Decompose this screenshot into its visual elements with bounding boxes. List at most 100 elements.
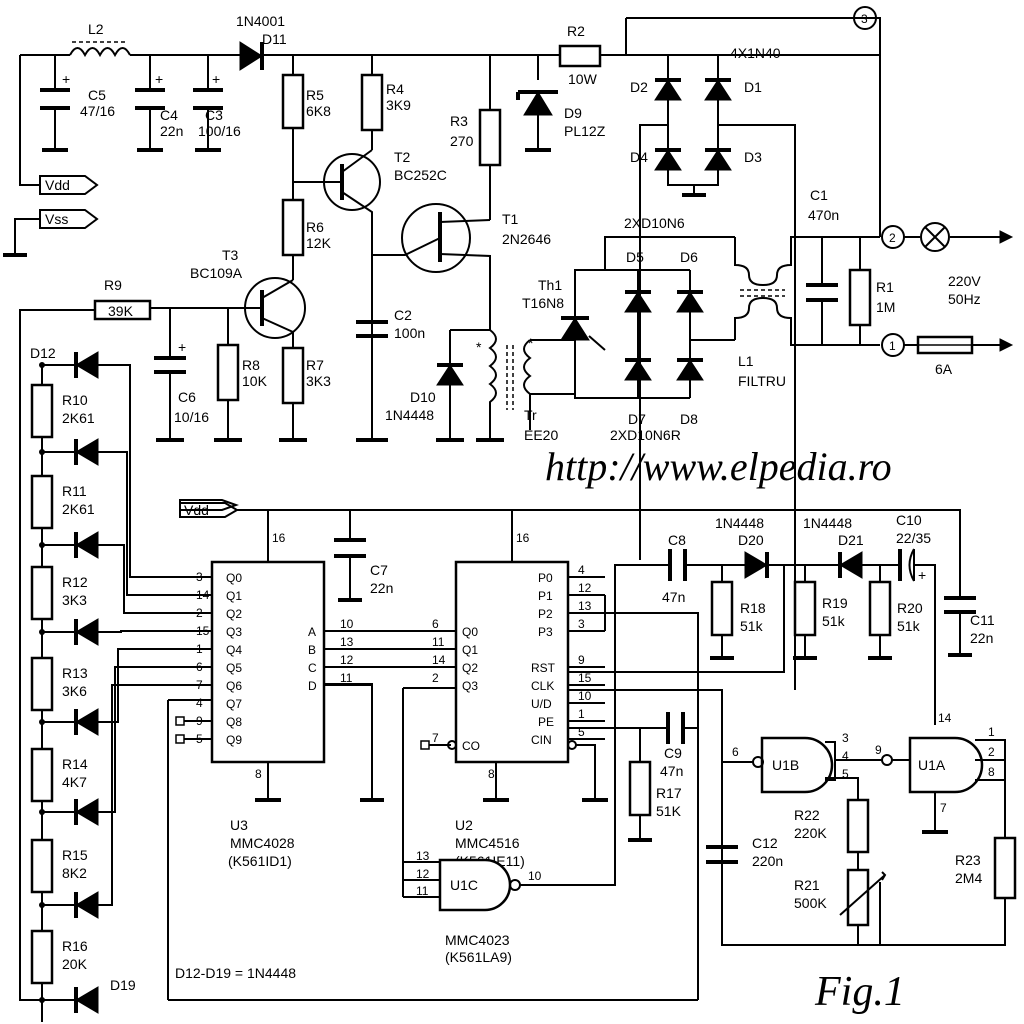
resistor-r6: R6 12K [281,198,332,257]
diode-d20: 1N4448 D20 [715,515,840,579]
u3-label-q1: Q1 [226,589,242,603]
capacitor-c6: + C6 10/16 [154,308,209,442]
svg-text:5: 5 [578,725,585,739]
svg-text:BC109A: BC109A [190,265,243,281]
svg-text:(K561ID1): (K561ID1) [228,853,292,869]
svg-text:1N4448: 1N4448 [715,515,764,531]
svg-text:10K: 10K [242,373,268,389]
svg-text:13: 13 [416,849,430,863]
svg-text:R16: R16 [62,938,88,954]
svg-text:12: 12 [416,867,430,881]
svg-text:11: 11 [416,884,429,898]
svg-text:Th1: Th1 [538,277,562,293]
svg-text:14: 14 [432,653,446,667]
resistor-r23: R23 2M4 [955,836,1017,945]
ladder-diode-d15 [39,618,212,646]
u3-input-c: C [308,661,317,675]
svg-text:R2: R2 [567,23,585,39]
label-d19: D19 [110,977,136,993]
ladder-diode-d17 [39,666,212,826]
u3-label-q8: Q8 [226,715,242,729]
svg-text:C12: C12 [752,835,778,851]
svg-text:22n: 22n [970,630,993,646]
svg-text:C6: C6 [178,389,196,405]
svg-text:10: 10 [528,869,542,883]
resistor-r2: R2 10W [558,23,602,87]
diode-bridge-d5-d8: 2XD10N6 D5 D6 D7 D8 2XD10N6R [605,215,735,443]
resistor-r22: R22 220K [794,798,870,870]
svg-text:4: 4 [578,563,585,577]
svg-text:1M: 1M [876,299,895,315]
svg-text:1: 1 [889,339,896,353]
inductor-l2 [69,47,131,58]
gate-u1c: U1C 13 12 11 10 MMC4023 (K561LA9) [402,564,664,965]
svg-text:13: 13 [578,599,592,613]
svg-text:D3: D3 [744,149,762,165]
svg-text:3K3: 3K3 [62,592,87,608]
u2-label-cin: CIN [531,733,552,747]
transistor-t3: T3 BC109A [150,247,306,348]
svg-text:+: + [62,71,70,87]
svg-text:C9: C9 [664,745,682,761]
resistor-r9: 39K R9 [19,277,152,1001]
resistor-r18: R18 51k [710,565,766,660]
mains-voltage: 220V [948,273,981,289]
svg-text:R22: R22 [794,807,820,823]
svg-text:100n: 100n [394,325,425,341]
ladder-diode-d16 [39,648,212,736]
svg-text:C7: C7 [370,562,388,578]
u3-pin-7: 7 [196,678,203,692]
u3-label-q6: Q6 [226,679,242,693]
capacitor-c3: + C3 100/16 [193,55,241,152]
svg-text:C11: C11 [970,612,995,628]
svg-text:4K7: 4K7 [62,774,87,790]
transistor-t1: T1 2N2646 [372,203,551,330]
svg-text:7: 7 [432,731,439,745]
u2-label-rst: RST [531,661,556,675]
svg-text:2: 2 [432,671,439,685]
svg-text:220K: 220K [794,825,827,841]
svg-text:R17: R17 [656,785,682,801]
svg-text:2N2646: 2N2646 [502,231,551,247]
svg-text:C4: C4 [160,107,178,123]
svg-text:4X1N40: 4X1N40 [730,45,781,61]
u2-label-clk: CLK [531,679,554,693]
u2-label-p3: P3 [538,625,553,639]
svg-text:8: 8 [988,765,995,779]
svg-text:15: 15 [578,671,592,685]
ladder-diode-d18 [39,684,212,919]
svg-text:R15: R15 [62,847,88,863]
svg-text:1N4001: 1N4001 [236,13,285,29]
capacitor-c4: + C4 22n [135,55,183,152]
u3-pin-6: 6 [196,660,203,674]
svg-text:51K: 51K [656,803,682,819]
u2-label-q1: Q1 [462,643,478,657]
svg-text:T1: T1 [502,211,519,227]
svg-text:20K: 20K [62,956,88,972]
svg-text:3: 3 [578,617,585,631]
u3-label-q9: Q9 [226,733,242,747]
resistor-r5: R5 6K8 [281,55,331,280]
svg-text:R19: R19 [822,595,848,611]
svg-text:1: 1 [988,725,995,739]
u2-label-p2: P2 [538,607,553,621]
svg-text:R12: R12 [62,574,88,590]
resistor-r7: R7 3K3 [279,346,331,442]
svg-text:10/16: 10/16 [174,409,209,425]
svg-text:MMC4028: MMC4028 [230,835,295,851]
svg-text:8: 8 [255,767,262,781]
svg-text:16: 16 [516,531,530,545]
svg-text:5: 5 [842,767,849,781]
resistor-r19: R19 51k [568,565,848,673]
svg-text:R5: R5 [306,87,324,103]
terminal-2: 2 [881,225,905,249]
diode-d21: 1N4448 D21 [803,515,900,579]
capacitor-c9: C9 47n [568,712,699,1000]
svg-text:R8: R8 [242,357,260,373]
svg-text:47n: 47n [662,589,685,605]
resistor-r1: R1 1M [848,237,895,345]
u2-label-q2: Q2 [462,661,478,675]
gate-u1b: U1B 6 3 4 5 [721,731,1006,946]
